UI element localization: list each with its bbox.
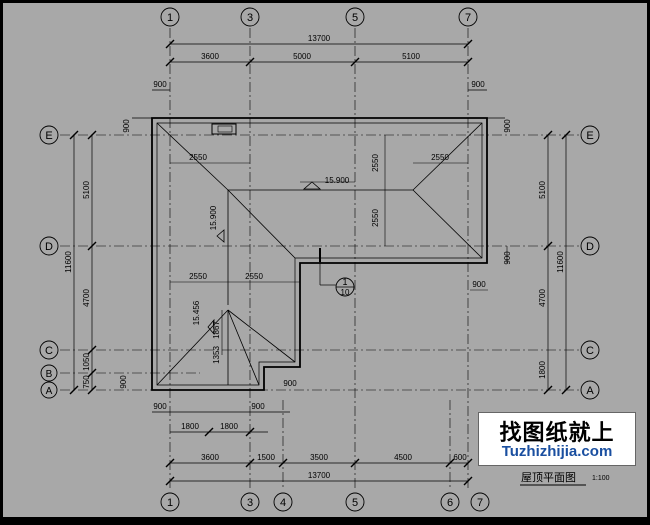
dim-bottom-5: 600 [453,453,467,462]
dim-interior-2550-f: 2550 [371,209,380,227]
dim-overhang-tl: 900 [153,80,167,89]
axis-label-bottom-5: 5 [352,497,358,509]
drawing-scale: 1:100 [592,475,610,482]
dim-bottom-4: 4500 [394,453,412,462]
dim-interior-2550-a: 2550 [189,153,207,162]
dim-interior-2550-b: 2550 [431,153,449,162]
roof-ridges [156,122,483,386]
axis-label-top-7: 7 [465,12,471,24]
elevation-marker-icon-2 [216,229,225,243]
axis-label-right-E: E [586,130,593,142]
dim-interior-2550-d: 2550 [245,272,263,281]
left-dimension-lines [69,117,152,395]
dim-left-overall: 11600 [64,251,73,273]
dim-right-1: 5100 [538,181,547,199]
right-dimension-lines [487,117,571,395]
dim-1353: 1353 [212,346,221,364]
axis-label-bottom-3: 3 [247,497,253,509]
dim-step: 900 [283,379,297,388]
dim-bottom-1: 3600 [201,453,219,462]
dim-overhang-bl-v: 900 [119,375,128,389]
dim-overhang-bl: 900 [153,402,167,411]
section-mark-number: 1 [342,277,347,287]
section-mark-sheet: 10 [341,288,350,297]
dim-interior-2550-c: 2550 [189,272,207,281]
dim-bottom-3: 3500 [310,453,328,462]
axis-label-top-5: 5 [352,12,358,24]
drawing-title: 屋顶平面图 [521,471,576,484]
axis-label-bottom-7: 7 [477,497,483,509]
axis-label-top-3: 3 [247,12,253,24]
dim-bottom-2: 1500 [257,453,275,462]
skylight-icon [211,123,237,135]
dim-1867: 1867 [212,321,221,339]
elevation-left: 15.900 [209,205,218,230]
axis-label-left-A: A [46,386,53,397]
elevation-main: 15.900 [325,176,350,185]
dim-bottom-inner-b: 1800 [220,422,238,431]
dim-right-overall: 11600 [556,251,565,273]
dim-top-1: 3600 [201,52,219,61]
axis-label-bottom-4: 4 [280,497,286,509]
axis-label-right-D: D [586,241,594,253]
dim-right-3: 1800 [538,361,547,379]
section-mark [319,248,355,297]
axis-label-left-B: B [46,369,53,380]
dim-left-2: 4700 [82,289,91,307]
dim-overhang-tl-v: 900 [122,119,131,133]
dim-left-3: 1050 [82,353,91,371]
dim-overhang-b2: 900 [251,402,265,411]
top-dimension-lines [152,39,487,91]
axis-label-left-C: C [45,345,53,357]
axis-label-top-1: 1 [167,12,173,24]
bottom-dimension-lines [152,411,473,486]
elevation-marker-icon-3 [207,318,215,336]
dim-bottom-inner-a: 1800 [181,422,199,431]
axis-label-left-D: D [45,241,53,253]
axis-label-right-C: C [586,345,594,357]
axis-label-bottom-1: 1 [167,497,173,509]
dim-bottom-overall: 13700 [308,471,331,480]
axis-label-right-A: A [586,385,594,397]
dim-left-1: 5100 [82,181,91,199]
dim-top-2: 5000 [293,52,311,61]
dim-interior-2550-e: 2550 [371,154,380,172]
elevation-small: 15.456 [192,300,201,325]
dim-top-3: 5100 [402,52,420,61]
elevation-marker-icon [302,181,322,190]
dim-overhang-tr: 900 [471,80,485,89]
axis-label-left-E: E [45,130,52,142]
dim-left-4: 750 [82,375,91,389]
watermark-badge: 找图纸就上 Tuzhizhijia.com [478,412,636,466]
dim-overhang-tr-v: 900 [503,119,512,133]
dim-overhang-rd-h: 900 [472,280,486,289]
watermark-url: Tuzhizhijia.com [501,443,613,460]
dim-overhang-rd-v: 900 [503,251,512,265]
dim-right-2: 4700 [538,289,547,307]
watermark-chinese: 找图纸就上 [499,421,615,446]
interior-dimension-lines [170,135,508,355]
axis-bubbles [39,7,600,512]
dim-top-overall: 13700 [308,34,331,43]
axis-label-bottom-6: 6 [447,497,453,509]
grid-axis-lines [60,28,583,488]
